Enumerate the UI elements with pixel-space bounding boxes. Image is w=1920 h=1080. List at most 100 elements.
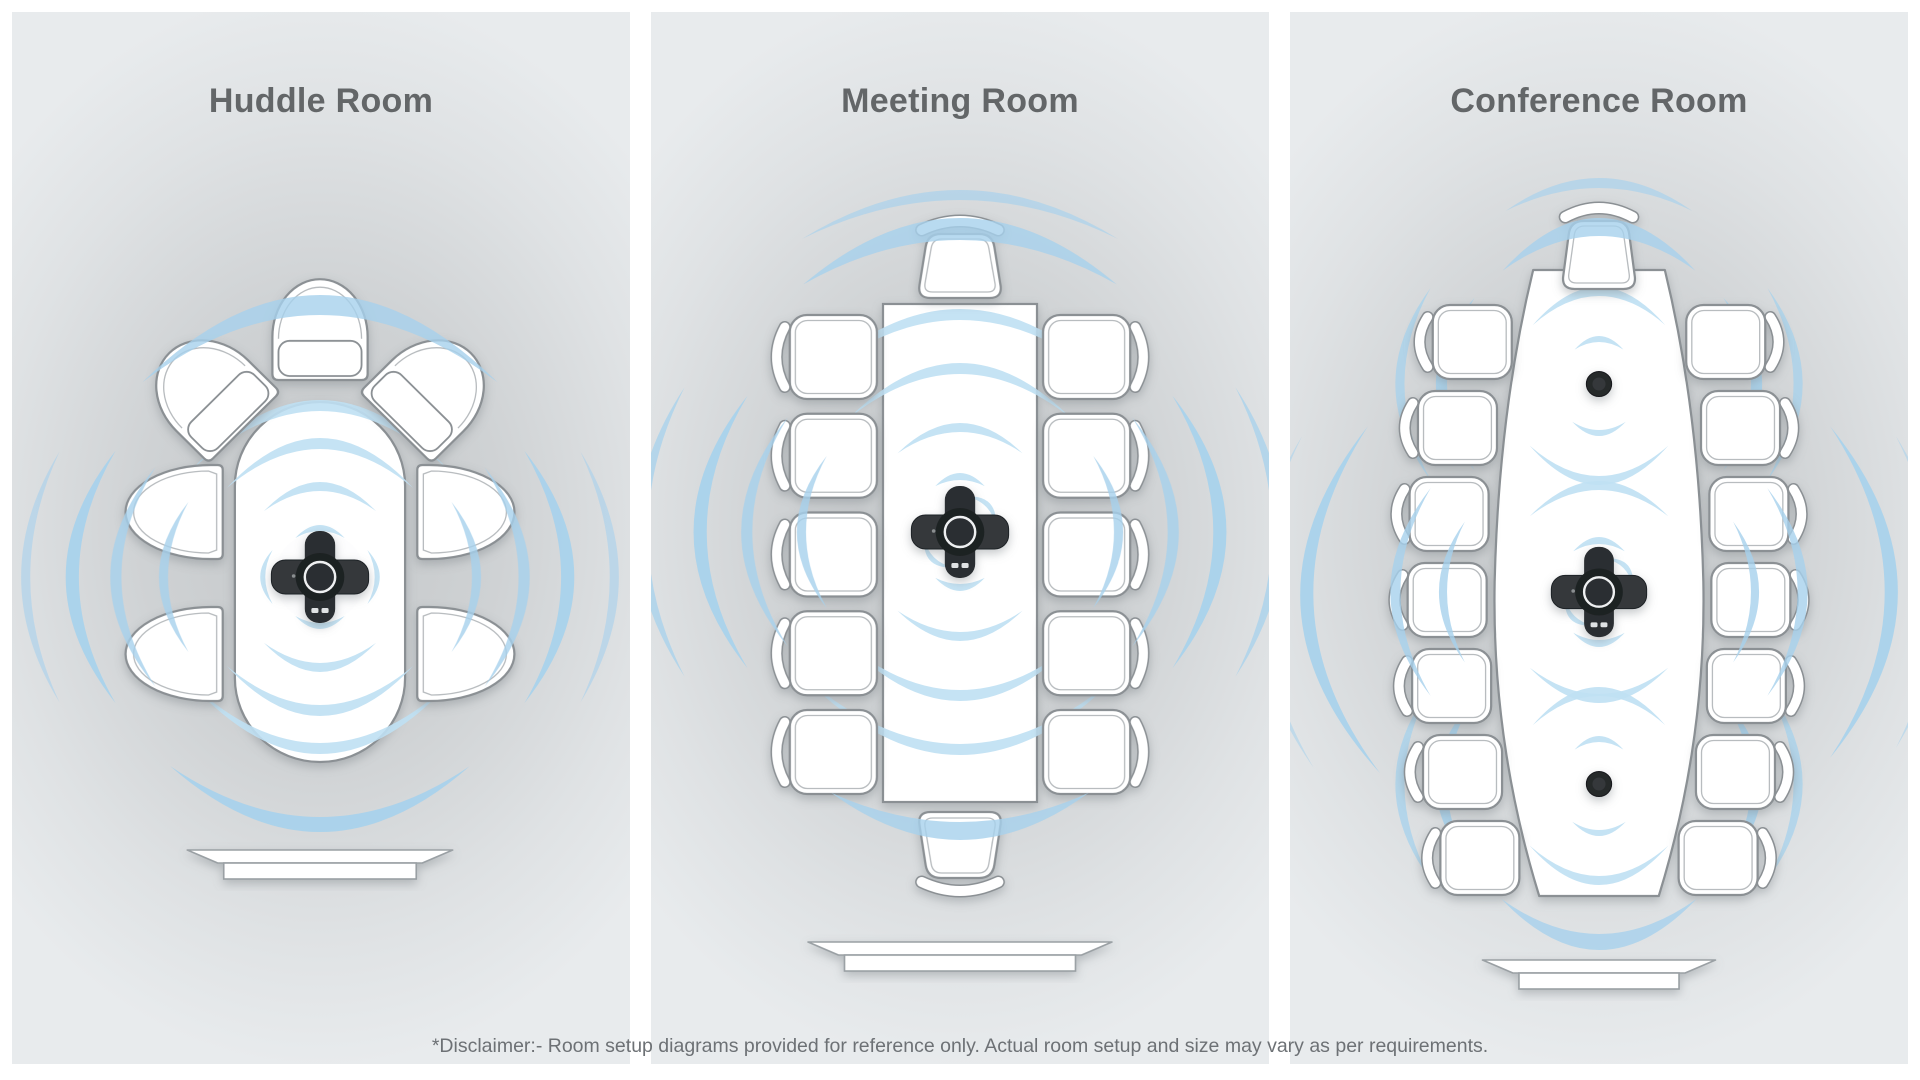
display xyxy=(1481,959,1717,990)
sound-wave-arc xyxy=(796,456,827,608)
sound-wave-arc xyxy=(831,792,1089,840)
devices xyxy=(270,531,370,623)
panel-meeting-room: Meeting Room xyxy=(651,12,1269,1064)
chair xyxy=(1398,389,1499,467)
sound-wave-arc xyxy=(1574,736,1624,750)
display xyxy=(807,941,1113,972)
sound-wave-arc xyxy=(1529,667,1669,703)
chair xyxy=(770,511,879,598)
sound-wave-arc xyxy=(1093,456,1124,608)
sound-wave-arc xyxy=(1502,218,1696,271)
sound-wave-arc xyxy=(1395,688,1431,880)
sound-wave-arc xyxy=(800,309,1120,391)
expansion-mic xyxy=(1585,771,1613,797)
chair xyxy=(1392,647,1493,725)
sound-wave-arc xyxy=(800,673,1120,755)
chair xyxy=(770,610,879,697)
sound-wave-arc xyxy=(1830,426,1898,758)
sound-wave-arc xyxy=(1532,687,1666,726)
room-title-conference: Conference Room xyxy=(1450,82,1748,120)
sound-wave-arc xyxy=(651,387,685,677)
table-sound-waves xyxy=(800,309,1120,755)
table-sound-waves xyxy=(1529,287,1669,885)
conference-room-diagram xyxy=(1290,178,1908,990)
sound-wave-arc xyxy=(263,642,377,672)
background-sound-waves xyxy=(651,387,1269,677)
overlay-sound-waves xyxy=(1390,178,1808,950)
sound-wave-arc xyxy=(295,525,345,538)
sound-wave-arc xyxy=(580,451,619,703)
devices xyxy=(910,486,1010,578)
sound-wave-arc xyxy=(260,550,273,604)
sound-wave-arc xyxy=(1574,336,1624,350)
sound-wave-arc xyxy=(142,295,498,383)
chair xyxy=(1677,819,1777,897)
sound-wave-arc xyxy=(1604,558,1634,587)
sound-wave-arc xyxy=(1573,632,1625,647)
huddle-room-diagram xyxy=(21,278,619,880)
sound-wave-arc xyxy=(1733,521,1760,663)
sound-wave-arc xyxy=(1529,445,1669,485)
sound-wave-arc xyxy=(966,496,997,526)
speakerphone-device xyxy=(1550,546,1648,638)
chair xyxy=(770,412,879,499)
sound-wave-arc xyxy=(1132,417,1179,647)
sound-wave-arc xyxy=(1767,488,1808,696)
room-title-meeting: Meeting Room xyxy=(841,82,1079,120)
sound-wave-arc xyxy=(295,616,345,629)
sound-wave-arc xyxy=(1505,178,1693,211)
sound-wave-arc xyxy=(1532,287,1666,326)
sound-wave-arc xyxy=(263,482,377,512)
chair xyxy=(416,463,516,561)
display xyxy=(186,849,454,880)
sound-wave-arc xyxy=(191,683,449,754)
sound-wave-arc xyxy=(741,417,788,647)
sound-wave-arc xyxy=(935,577,985,591)
sound-wave-arc xyxy=(802,190,1118,239)
tv-screen xyxy=(807,941,1113,972)
chair xyxy=(1041,708,1150,796)
panel-huddle-room: Huddle Room xyxy=(12,12,630,1064)
expansion-mic xyxy=(1585,371,1613,397)
chair xyxy=(770,708,879,796)
sound-wave-arc xyxy=(21,451,60,703)
sound-wave-arc xyxy=(226,438,414,489)
chair xyxy=(1694,733,1795,811)
sound-wave-arc xyxy=(935,473,985,487)
chair xyxy=(1699,389,1800,467)
sound-wave-arc xyxy=(110,467,156,687)
chairs xyxy=(1388,201,1810,897)
sound-wave-arc xyxy=(1501,898,1697,950)
sound-wave-arc xyxy=(1172,395,1227,669)
sound-wave-arc xyxy=(65,450,116,704)
speakerphone-device xyxy=(910,486,1010,578)
sound-wave-arc xyxy=(1300,426,1381,774)
disclaimer-text: *Disclaimer:- Room setup diagrams provid… xyxy=(431,1035,1489,1057)
sound-wave-arc xyxy=(1573,537,1625,552)
panel-conference-room: Conference Room xyxy=(1290,12,1908,1064)
sound-wave-arc xyxy=(484,467,530,687)
chair xyxy=(1705,647,1806,725)
chair xyxy=(1041,412,1150,499)
overlay-sound-waves xyxy=(741,190,1179,840)
chair xyxy=(1041,511,1150,598)
chair xyxy=(1041,313,1150,401)
sound-wave-arc xyxy=(367,550,380,604)
chair xyxy=(1421,819,1521,897)
sound-wave-arc xyxy=(1529,845,1669,885)
chair xyxy=(271,278,369,382)
sound-wave-arc xyxy=(897,610,1023,641)
tv-screen xyxy=(1481,959,1717,990)
chair xyxy=(124,463,224,561)
sound-wave-arc xyxy=(923,538,954,568)
sound-wave-arc xyxy=(1564,597,1594,626)
background-sound-waves xyxy=(21,450,619,832)
sound-wave-arc xyxy=(451,502,482,652)
chair xyxy=(1041,610,1150,697)
sound-wave-arc xyxy=(1390,488,1431,696)
tv-screen xyxy=(186,849,454,880)
chair xyxy=(155,339,280,462)
chair xyxy=(1685,303,1785,381)
sound-wave-arc xyxy=(848,363,1072,419)
